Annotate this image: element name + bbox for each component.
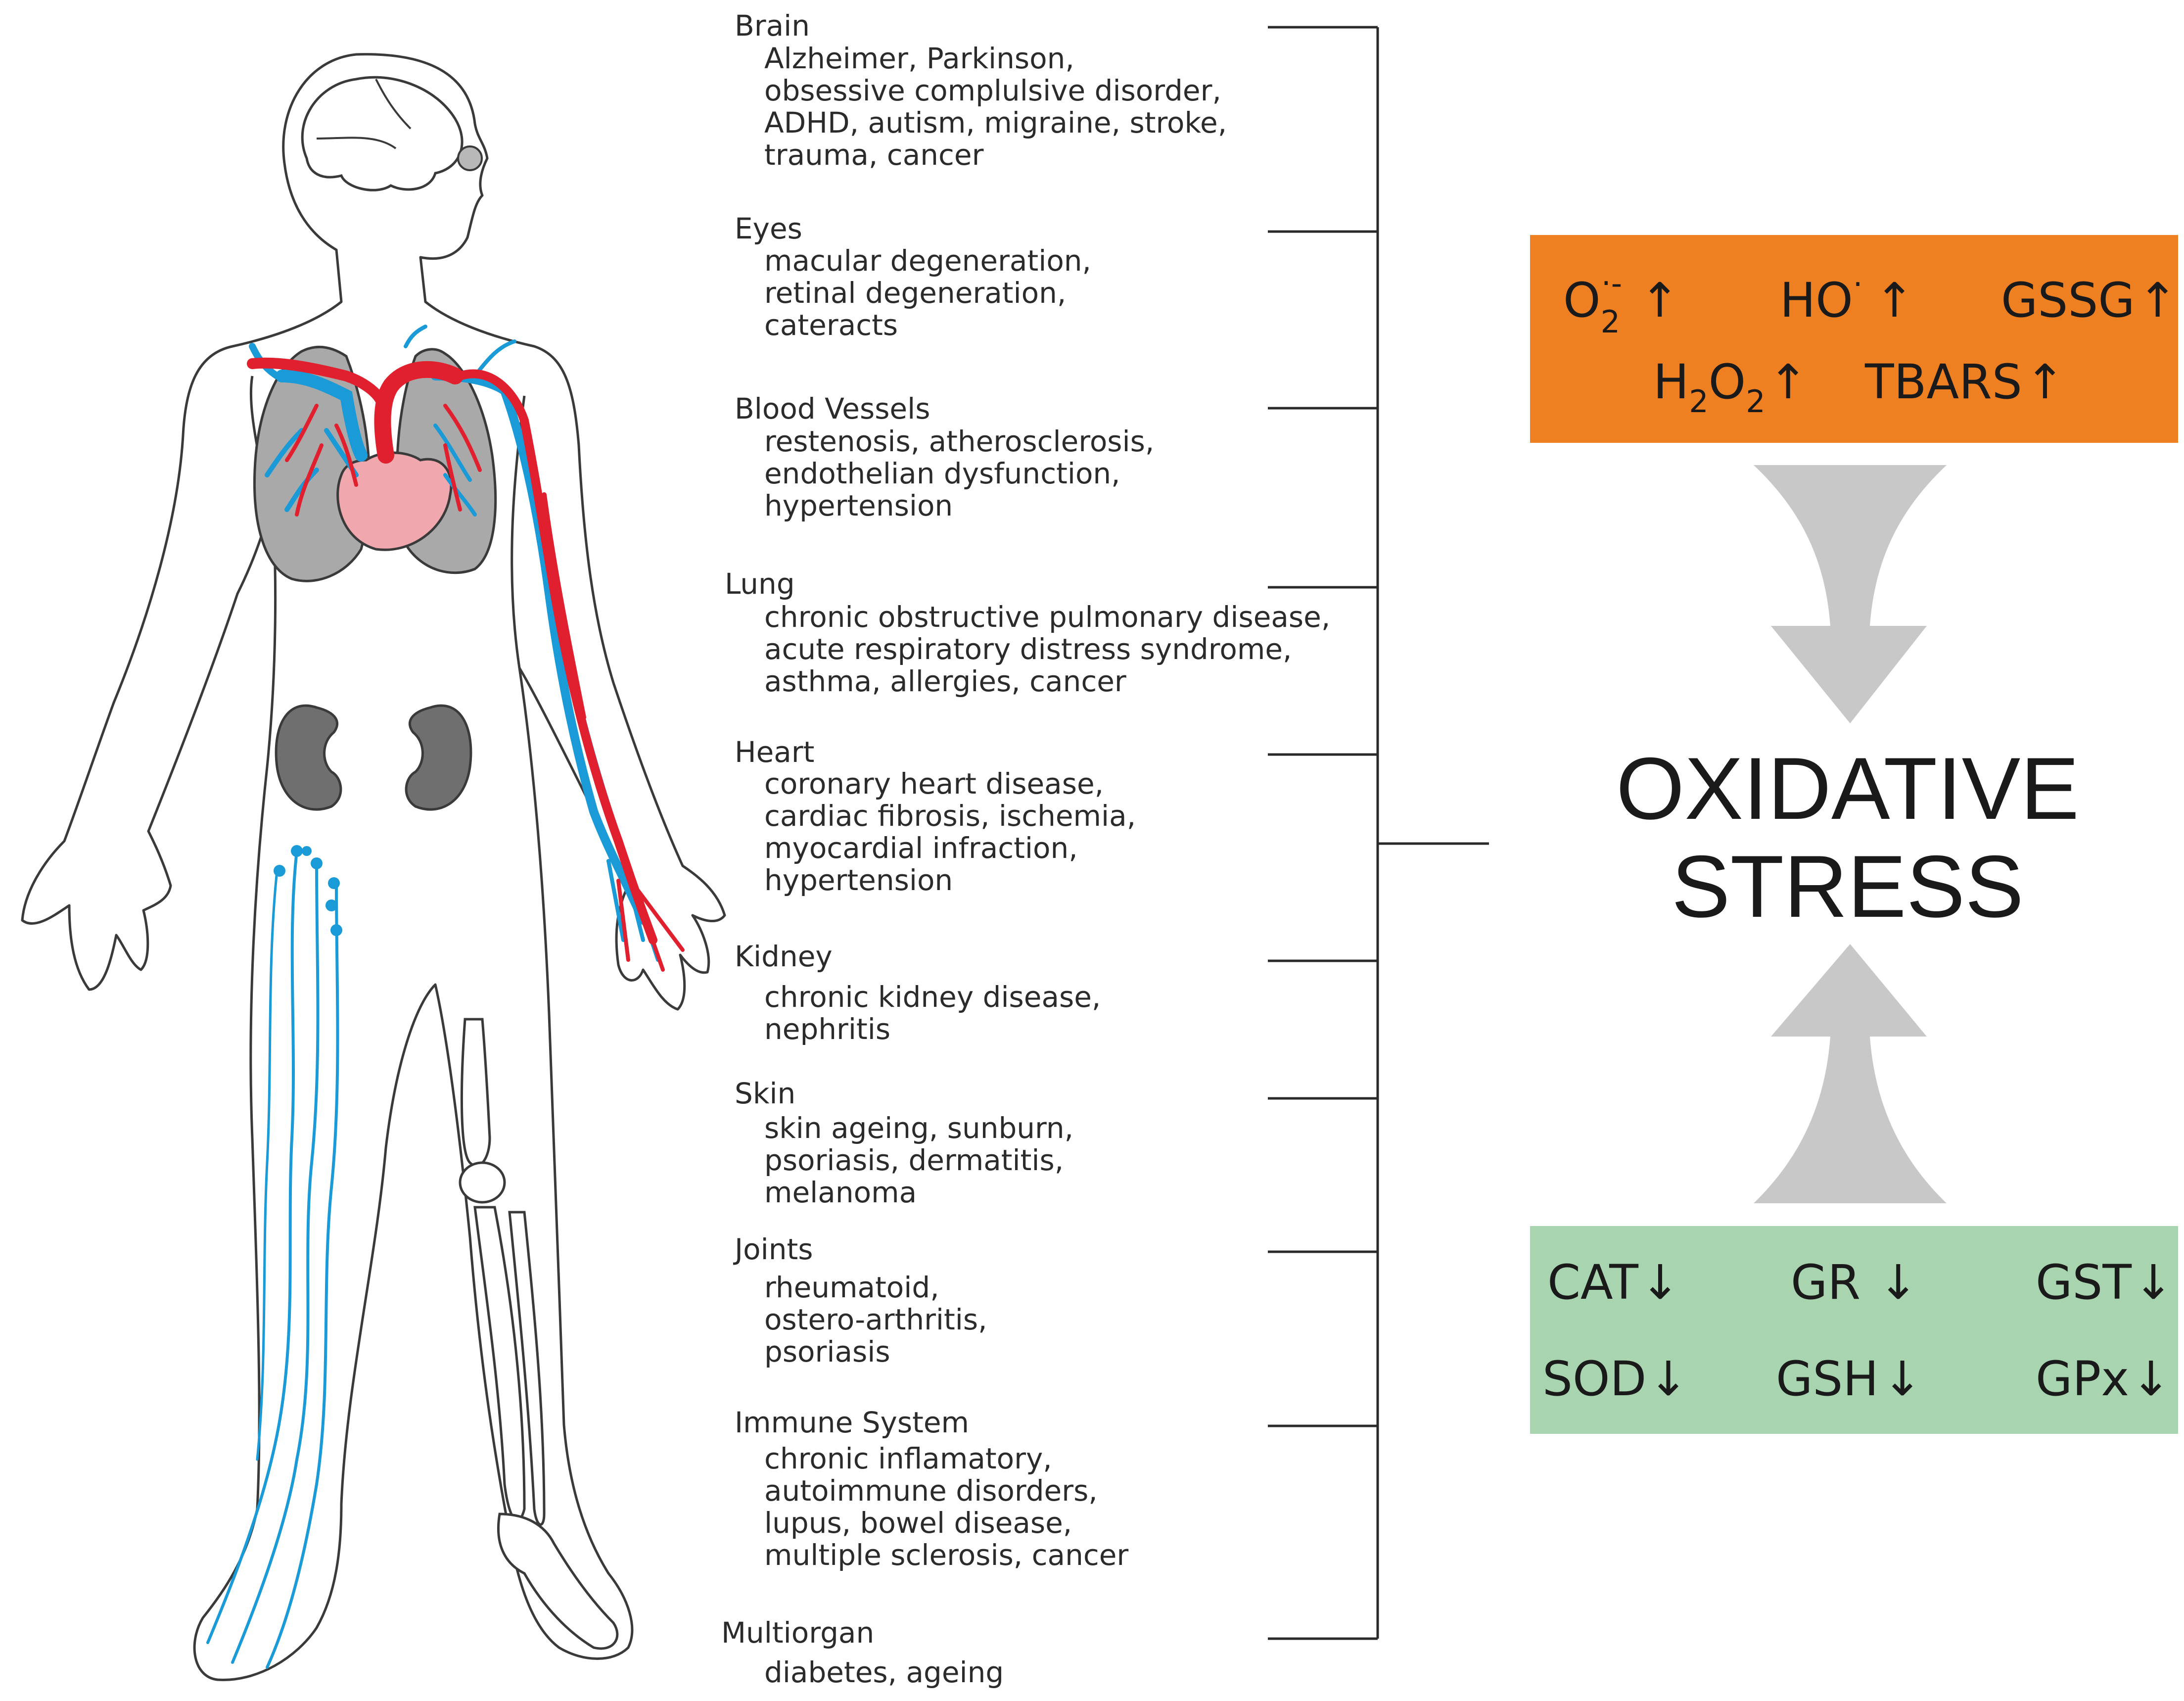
organ-disease-line: lupus, bowel disease, xyxy=(764,1506,1072,1540)
oxidative-stress-title: OXIDATIVE STRESS xyxy=(1616,739,2079,936)
organ-disease-line: Alzheimer, Parkinson, xyxy=(764,42,1074,75)
organ-entry-lung: Lung chronic obstructive pulmonary disea… xyxy=(725,567,1330,698)
marker-gst: GST↓ xyxy=(2036,1255,2173,1310)
marker-superoxide: O2·-↑ xyxy=(1563,265,1680,340)
organ-entry-skin: Skin skin ageing, sunburn, psoriasis, de… xyxy=(735,1077,1073,1209)
marker-tbars: TBARS↑ xyxy=(1864,354,2065,410)
organ-title: Heart xyxy=(735,735,814,769)
leg-skeleton xyxy=(459,1018,619,1650)
organ-title: Multiorgan xyxy=(721,1616,874,1650)
organ-disease-line: hypertension xyxy=(764,863,953,897)
arteries xyxy=(247,357,685,972)
organ-title: Skin xyxy=(735,1077,795,1110)
title-line-stress: STRESS xyxy=(1672,837,2024,936)
organ-entry-brain: Brain Alzheimer, Parkinson, obsessive co… xyxy=(735,9,1227,172)
antioxidant-box-background xyxy=(1530,1226,2178,1434)
up-arrow xyxy=(1754,944,1947,1203)
organ-title: Joints xyxy=(733,1232,813,1266)
organ-title: Brain xyxy=(735,9,810,43)
organ-disease-line: hypertension xyxy=(764,489,953,522)
organ-disease-line: diabetes, ageing xyxy=(764,1655,1004,1689)
organ-disease-line: chronic kidney disease, xyxy=(764,980,1101,1014)
organ-disease-line: multiple sclerosis, cancer xyxy=(764,1538,1128,1572)
organ-disease-line: chronic inflamatory, xyxy=(764,1442,1052,1475)
marker-hydrogen-peroxide: H2O2↑ xyxy=(1653,354,1808,420)
down-arrow xyxy=(1754,465,1947,723)
organ-disease-line: chronic obstructive pulmonary disease, xyxy=(764,600,1330,634)
organ-disease-line: restenosis, atherosclerosis, xyxy=(764,425,1154,458)
organ-entry-heart: Heart coronary heart disease, cardiac fi… xyxy=(735,735,1136,897)
organ-entry-eyes: Eyes macular degeneration, retinal degen… xyxy=(735,212,1091,342)
organ-disease-line: cardiac fibrosis, ischemia, xyxy=(764,799,1136,833)
lymph-nodes xyxy=(274,845,342,936)
marker-sod: SOD↓ xyxy=(1542,1351,1688,1407)
marker-hydroxyl-radical: HO·↑ xyxy=(1780,266,1914,328)
organ-disease-line: obsessive complulsive disorder, xyxy=(764,74,1221,107)
organ-entry-kidney: Kidney chronic kidney disease, nephritis xyxy=(735,940,1101,1046)
organ-disease-line: autoimmune disorders, xyxy=(764,1474,1098,1508)
organ-bracket xyxy=(1268,26,1489,1640)
antioxidant-markers-box: CAT↓ GR↓ GST↓ SOD↓ GSH↓ GPx↓ xyxy=(1530,1226,2178,1434)
organ-title: Eyes xyxy=(735,212,802,245)
organ-entry-immune-system: Immune System chronic inflamatory, autoi… xyxy=(735,1406,1128,1572)
organ-disease-line: psoriasis, dermatitis, xyxy=(764,1143,1064,1177)
organ-title: Lung xyxy=(725,567,795,601)
marker-gr: GR↓ xyxy=(1791,1255,1918,1310)
organ-disease-line: cateracts xyxy=(764,308,898,342)
organ-list: Brain Alzheimer, Parkinson, obsessive co… xyxy=(721,9,1330,1689)
organ-disease-line: myocardial infraction, xyxy=(764,831,1078,865)
organ-title: Immune System xyxy=(735,1406,969,1439)
left-kidney xyxy=(275,704,342,811)
marker-cat: CAT↓ xyxy=(1547,1255,1680,1310)
organ-disease-line: ADHD, autism, migraine, stroke, xyxy=(764,106,1227,140)
organ-title: Blood Vessels xyxy=(735,392,930,425)
organ-disease-line: rheumatoid, xyxy=(764,1271,939,1304)
oxidant-box-background xyxy=(1530,235,2178,443)
organ-disease-line: asthma, allergies, cancer xyxy=(764,664,1126,698)
marker-gsh: GSH↓ xyxy=(1776,1351,1922,1407)
heart xyxy=(336,451,453,551)
organ-disease-line: skin ageing, sunburn, xyxy=(764,1111,1073,1145)
body-outline xyxy=(21,53,726,1681)
organ-disease-line: endothelian dysfunction, xyxy=(764,457,1120,490)
title-line-oxidative: OXIDATIVE xyxy=(1616,739,2079,838)
organ-disease-line: macular degeneration, xyxy=(764,244,1091,278)
human-body-illustration xyxy=(21,53,726,1681)
oxidant-markers-box: O2·-↑ HO·↑ GSSG↑ H2O2↑ TBARS↑ xyxy=(1530,235,2178,443)
organ-disease-line: retinal degeneration, xyxy=(764,276,1066,310)
organ-entry-blood-vessels: Blood Vessels restenosis, atherosclerosi… xyxy=(735,392,1154,522)
organ-entry-multiorgan: Multiorgan diabetes, ageing xyxy=(721,1616,1004,1689)
right-kidney xyxy=(405,704,472,811)
organ-entry-joints: Joints rheumatoid, ostero-arthritis, pso… xyxy=(733,1232,987,1369)
brain-fold xyxy=(316,79,412,149)
organ-disease-line: coronary heart disease, xyxy=(764,767,1104,801)
eye xyxy=(457,145,483,171)
organ-disease-line: psoriasis xyxy=(764,1335,890,1369)
organ-title: Kidney xyxy=(735,940,833,973)
marker-gpx: GPx↓ xyxy=(2036,1351,2171,1407)
organ-disease-line: nephritis xyxy=(764,1012,890,1046)
organ-disease-line: trauma, cancer xyxy=(764,138,984,172)
organ-disease-line: ostero-arthritis, xyxy=(764,1303,987,1336)
brain-shape xyxy=(301,76,464,191)
organ-disease-line: melanoma xyxy=(764,1176,917,1209)
marker-gssg: GSSG↑ xyxy=(2001,273,2178,328)
organ-disease-line: acute respiratory distress syndrome, xyxy=(764,632,1292,666)
